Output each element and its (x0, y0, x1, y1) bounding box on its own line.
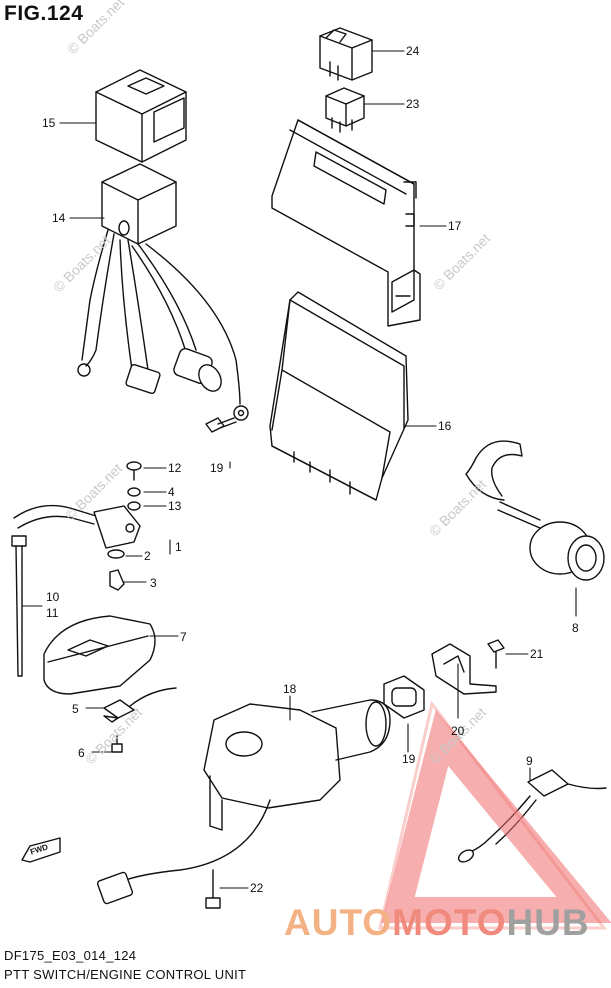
harness-9 (457, 769, 607, 863)
figure-title: FIG.124 (4, 2, 84, 25)
callout-9: 9 (526, 754, 533, 768)
ecu-bracket-17 (271, 119, 421, 327)
callout-8: 8 (572, 621, 579, 635)
grommet-19-lower (383, 675, 425, 719)
fuse-cover-15 (95, 69, 187, 163)
screw-6 (111, 735, 123, 753)
fwd-arrow-icon (21, 837, 61, 863)
relay-socket-24 (319, 27, 373, 81)
bolt-21 (487, 639, 505, 669)
cover-7 (43, 615, 156, 695)
cable-tie-10-11 (11, 535, 27, 677)
ptt-motor-18 (96, 699, 391, 905)
callout-23: 23 (406, 97, 420, 111)
callout-1: 1 (175, 540, 182, 554)
bolt-22 (205, 869, 221, 909)
washer-13 (127, 501, 141, 511)
screw-12 (126, 461, 142, 481)
callout-14: 14 (52, 211, 66, 225)
bolt-19-upper (205, 417, 237, 433)
callout-20: 20 (451, 724, 465, 738)
callout-12: 12 (168, 461, 182, 475)
callout-2: 2 (144, 549, 151, 563)
callout-6: 6 (78, 746, 85, 760)
callout-24: 24 (406, 44, 420, 58)
callout-19-upper: 19 (210, 461, 224, 475)
callout-13: 13 (168, 499, 182, 513)
callout-21: 21 (530, 647, 544, 661)
callout-3: 3 (150, 576, 157, 590)
brand-part-moto: MOTO (392, 902, 507, 943)
callout-4: 4 (168, 485, 175, 499)
socket-8 (465, 440, 605, 581)
brand-part-auto: AUTO (284, 902, 393, 943)
callout-5: 5 (72, 702, 79, 716)
callout-10: 10 (46, 590, 60, 604)
figure-code: DF175_E03_014_124 (4, 948, 137, 963)
callout-18: 18 (283, 682, 297, 696)
callout-22: 22 (250, 881, 264, 895)
callout-11: 11 (46, 606, 59, 620)
brand-logo-triangle (378, 700, 611, 930)
relay-23 (325, 87, 365, 133)
fuse-holder-14 (77, 163, 249, 421)
callout-19-lower: 19 (402, 752, 416, 766)
brand-wordmark: AUTOMOTOHUB (284, 902, 590, 944)
switch-5 (103, 687, 177, 723)
figure-caption: PTT SWITCH/ENGINE CONTROL UNIT (4, 967, 247, 982)
callout-15: 15 (42, 116, 56, 130)
bracket-20 (431, 643, 497, 695)
callout-16: 16 (438, 419, 452, 433)
leader-lines (21, 50, 577, 889)
callout-7: 7 (180, 630, 187, 644)
washer-4 (127, 487, 141, 497)
brand-part-hub: HUB (506, 902, 590, 943)
ecu-16 (269, 291, 409, 501)
callout-17: 17 (448, 219, 462, 233)
clip-3 (109, 569, 125, 591)
switch-bracket-1 (13, 504, 141, 559)
